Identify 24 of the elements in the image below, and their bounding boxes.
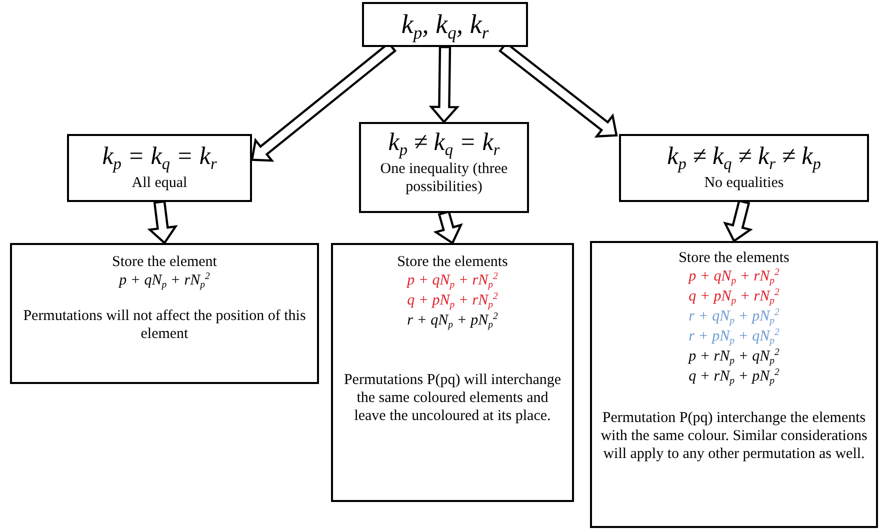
hollow-arrow [428,46,460,124]
process-box [331,243,574,502]
description-text: No equalities [704,174,784,192]
formula: k$_{p}$ = k$_{q}$ = k$_{r}$ [102,142,217,174]
heading-text: Store the elements [678,249,790,267]
process-box [619,134,869,202]
hollow-arrow [723,199,753,243]
hollow-arrow [433,210,463,245]
description-text: Permutation P(pq) interchange the elements with the same colour. Similar considerations will apply to any other permutation as well. [600,408,868,463]
process-box [10,243,319,384]
heading-text: Store the element [112,253,217,271]
description-text: One inequality (three possibilities) [379,160,509,196]
formula: k$_{p}$ ≠ k$_{q}$ = k$_{r}$ [388,128,500,160]
hollow-arrow [147,200,178,245]
process-box [590,241,878,528]
description-text: Permutations P(pq) will interchange the same coloured elements and leave the uncoloured at its place. [342,370,562,425]
process-box [359,122,529,213]
process-box [67,134,252,202]
start-box [362,2,528,47]
description-text: Permutations will not affect the position of this element [22,306,307,343]
formula: k$_{p}$ ≠ k$_{q}$ ≠ k$_{r}$ ≠ k$_{p}$ [667,142,821,174]
formula: k$_{p}$, k$_{q}$, k$_{r}$ [401,8,489,44]
heading-text: Store the elements [397,253,508,271]
description-text: All equal [132,174,188,192]
